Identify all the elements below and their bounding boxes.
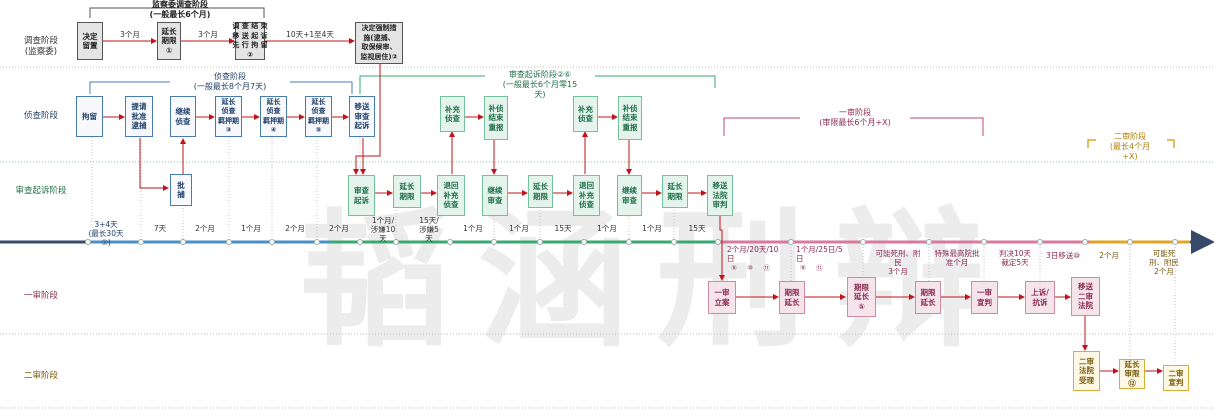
stage-detection: 侦查阶段 (23, 111, 58, 121)
box-judgment-1: 一审 宣判 (971, 281, 998, 314)
box-accept-2nd: 二审 法院 受理 (1073, 351, 1100, 391)
lower-duration-2-notes: ⑨ ⑪ (800, 264, 823, 272)
duration-10: 1个月 (509, 224, 529, 233)
box-request-arrest: 提请 批准 逮捕 (125, 96, 153, 137)
box-supp-detect-1: 补充 侦查 (440, 96, 465, 132)
box-supp-detect-2: 补充 侦查 (573, 96, 598, 132)
lower-duration-1: 2个月/20天/10 日 (727, 245, 779, 263)
lower-duration-2: 1个月/25日/5 日 (796, 245, 843, 263)
lower-duration-6: 3日移送⑩ (1046, 251, 1080, 260)
label-sup-2: 3个月 (198, 30, 218, 39)
box-extend-1: 延长 期限 (393, 175, 421, 208)
box-coercive: 决定强制措 施(逮捕、 取保候审、 监视居住)② (355, 22, 403, 64)
lower-duration-5: 判决10天 裁定5天 (998, 249, 1032, 267)
duration-8: 15天/ 涉嫌5 天 (419, 216, 439, 243)
title-detection: 侦查阶段 (一般最长8个月7天) (170, 72, 290, 92)
duration-3: 2个月 (195, 224, 215, 233)
box-filing: 一审 立案 (708, 281, 736, 314)
box-continue-review-1: 继续 审查 (482, 175, 508, 216)
box-return-1: 退回 补充 侦查 (437, 175, 465, 216)
lower-duration-1-notes: ⑨ ⑩ ⑪ (731, 264, 770, 272)
duration-4: 1个月 (241, 224, 261, 233)
box-decide-detain: 决定 留置 (77, 22, 103, 60)
box-detain: 拘留 (76, 96, 103, 137)
duration-12: 1个月 (597, 224, 617, 233)
box-term-ext-1: 期限 延长 (779, 281, 805, 314)
stage-second-instance: 二审阶段 (23, 371, 58, 381)
duration-9: 1个月 (463, 224, 483, 233)
title-second-instance: 二审阶段 (最长4个月 +X) (1109, 132, 1151, 161)
box-transfer-2nd: 移送 二审 法院 (1071, 277, 1100, 316)
title-supervision: 监察委调查阶段 (一般最长6个月) (149, 0, 211, 19)
lower-duration-7: 2个月 (1099, 251, 1119, 260)
duration-5: 2个月 (285, 224, 305, 233)
box-judgment-2: 二审 宣判 (1163, 365, 1189, 391)
box-review-prosecute: 审查 起诉 (348, 175, 375, 216)
stage-first-instance: 一审阶段 (23, 291, 58, 301)
box-supp-end-2: 补侦 结束 重报 (618, 96, 642, 140)
box-extend-3: 延长 期限 (662, 175, 688, 208)
duration-13: 1个月 (642, 224, 662, 233)
duration-7: 1个月/ 涉嫌10 天 (370, 216, 396, 243)
label-sup-1: 3个月 (120, 30, 140, 39)
box-continue-review-2: 继续 审查 (617, 175, 642, 216)
stage-prosecution: 审查起诉阶段 (15, 186, 67, 196)
box-return-2: 退回 补充 侦查 (573, 175, 600, 216)
duration-14: 15天 (688, 224, 706, 233)
box-transfer: 调 查 结 束 移 送 起 诉 先 行 拘 留 ② (232, 22, 268, 60)
box-ext-custody-2: 延长 侦查 羁押期 ④ (260, 96, 287, 137)
title-first-instance: 一审阶段 (审限最长6个月+X) (800, 108, 910, 128)
duration-1: 3+4天 (最长30天 ⑦) (88, 220, 124, 247)
box-term-ext-2: 期限 延长 ⑤ (847, 277, 876, 317)
box-appeal: 上诉/ 抗诉 (1025, 281, 1055, 314)
box-extend-term: 延长 期限 ① (157, 22, 181, 60)
duration-6: 2个月 (329, 224, 349, 233)
box-term-ext-2nd: 延长 审限 ⑫ (1119, 359, 1145, 389)
box-transfer-review: 移送 审查 起诉 (349, 96, 375, 137)
box-transfer-court: 移送 法院 审判 (707, 175, 733, 216)
box-ext-custody-3: 延长 侦查 羁押期 ⑤ (305, 96, 332, 137)
lower-duration-4: 特殊最高院批 准个月 (934, 249, 980, 267)
box-ext-custody-1: 延长 侦查 羁押期 ③ (215, 96, 242, 137)
duration-11: 15天 (554, 224, 572, 233)
lower-duration-8: 可能死 刑、附民 2个月 (1149, 249, 1179, 276)
box-term-ext-3: 期限 延长 (915, 281, 941, 314)
duration-2: 7天 (153, 224, 167, 233)
stage-investigation: 调查阶段 (监察委) (23, 36, 58, 57)
box-supp-end-1: 补侦 结束 重报 (484, 96, 508, 140)
label-sup-3: 10天+1至4天 (286, 30, 334, 39)
box-extend-2: 延长 期限 (528, 175, 553, 208)
lower-duration-3: 可能死刑、附 民 3个月 (875, 249, 921, 276)
box-continue-detect: 继续 侦查 (170, 96, 196, 137)
title-prosecution: 审查起诉阶段②⑥ (一般最长6个月零15 天) (485, 70, 595, 100)
box-approve: 批 捕 (170, 174, 192, 206)
